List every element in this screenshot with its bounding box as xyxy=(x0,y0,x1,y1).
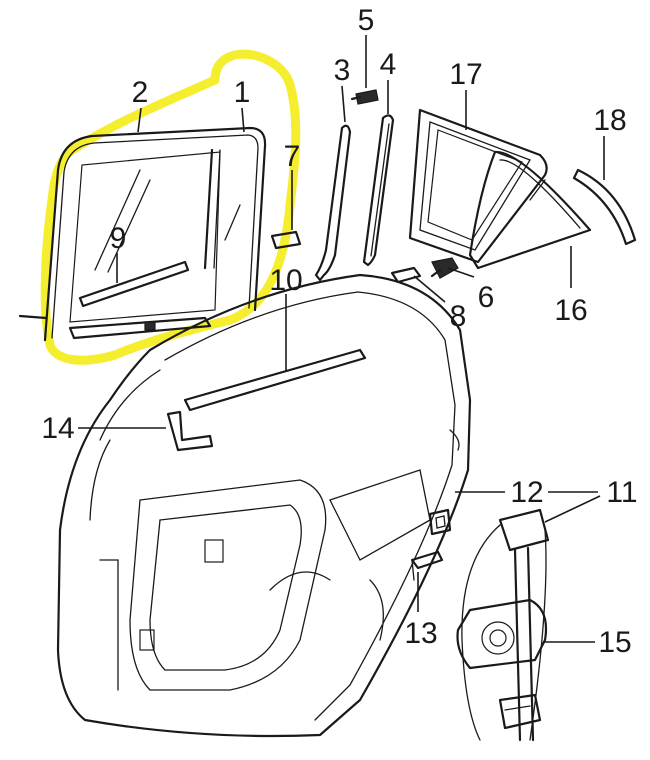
bracket-part-14 xyxy=(166,410,214,452)
callout-16: 16 xyxy=(554,294,587,327)
callout-2: 2 xyxy=(132,76,149,109)
callout-14: 14 xyxy=(41,412,74,445)
highlight-outline xyxy=(40,49,301,365)
callout-7: 7 xyxy=(284,140,301,173)
fittings-6-8 xyxy=(390,257,459,284)
callout-15: 15 xyxy=(598,626,631,659)
door-shell xyxy=(56,273,472,738)
callout-17: 17 xyxy=(449,58,482,91)
callout-1: 1 xyxy=(234,76,251,109)
parts-12-13 xyxy=(410,508,452,581)
rear-door-glass-assembly xyxy=(18,126,267,342)
callout-labels: 1 2 3 4 5 6 7 8 9 10 11 12 13 14 15 16 1… xyxy=(41,4,637,659)
callout-6: 6 xyxy=(478,281,495,314)
callout-9: 9 xyxy=(110,222,127,255)
callout-11: 11 xyxy=(606,476,637,509)
callout-4: 4 xyxy=(380,48,397,81)
callout-13: 13 xyxy=(404,617,437,650)
screw-part-5 xyxy=(350,89,379,105)
callout-18: 18 xyxy=(593,104,626,137)
callout-5: 5 xyxy=(358,4,375,37)
callout-8: 8 xyxy=(450,300,467,333)
leader-lines xyxy=(78,35,605,643)
vertical-seals xyxy=(314,114,395,282)
callout-10: 10 xyxy=(269,264,302,297)
clip-part-7 xyxy=(270,230,302,250)
callout-3: 3 xyxy=(334,54,351,87)
callout-12: 12 xyxy=(510,476,543,509)
quarter-glass-group xyxy=(408,108,637,270)
window-regulator xyxy=(456,508,550,742)
